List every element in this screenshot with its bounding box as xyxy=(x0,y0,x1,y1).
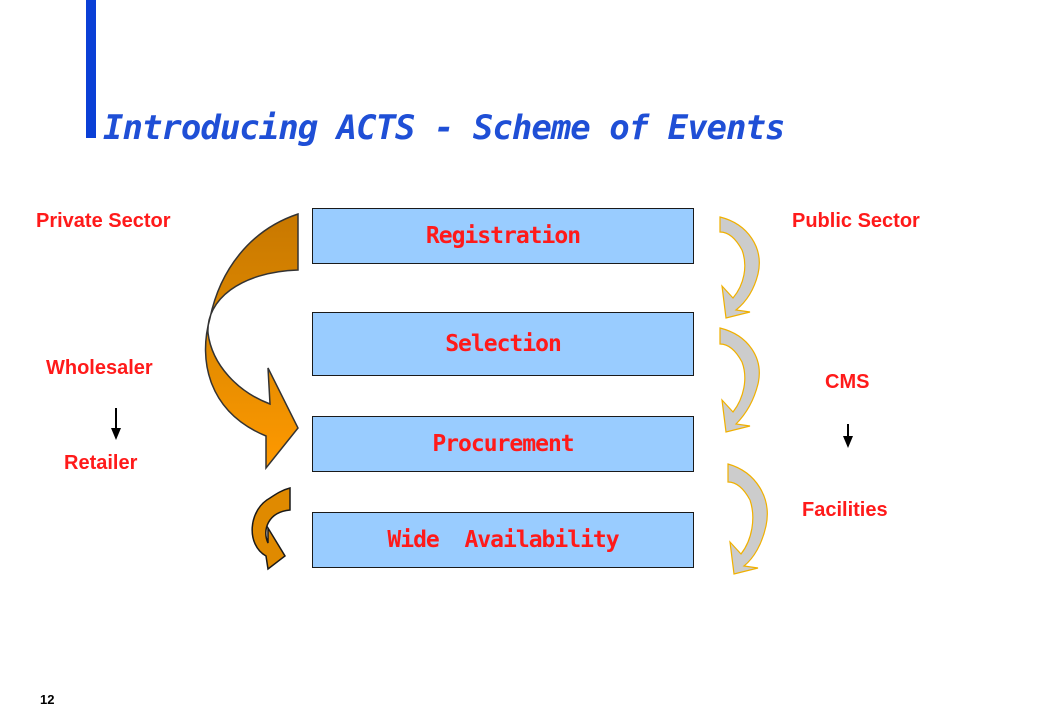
right-arrow-icon-3 xyxy=(727,463,768,575)
stage-label: Procurement xyxy=(432,431,574,457)
cms-label: CMS xyxy=(825,371,870,393)
stage-registration: Registration xyxy=(312,208,694,264)
right-arrow-icon-2 xyxy=(719,327,760,433)
wholesaler-label: Wholesaler xyxy=(46,357,153,379)
stage-label: Selection xyxy=(445,331,562,357)
facilities-label: Facilities xyxy=(802,499,888,521)
down-arrow-icon-left xyxy=(111,408,121,440)
stage-procurement: Procurement xyxy=(312,416,694,472)
big-curved-arrow-icon xyxy=(204,212,299,471)
stage-label: Registration xyxy=(425,223,581,249)
stage-label: Wide Availability xyxy=(387,527,619,553)
retailer-label: Retailer xyxy=(64,452,138,474)
small-curved-arrow-icon xyxy=(251,487,291,571)
slide-title: Introducing ACTS - Scheme of Events xyxy=(103,108,785,148)
stage-wide-availability: Wide Availability xyxy=(312,512,694,568)
accent-bar xyxy=(86,0,96,138)
down-arrow-icon-right xyxy=(843,424,853,448)
page-number: 12 xyxy=(40,692,55,707)
stage-selection: Selection xyxy=(312,312,694,376)
right-arrow-icon-1 xyxy=(719,216,760,319)
public-sector-heading: Public Sector xyxy=(792,210,920,232)
private-sector-heading: Private Sector xyxy=(36,210,171,232)
